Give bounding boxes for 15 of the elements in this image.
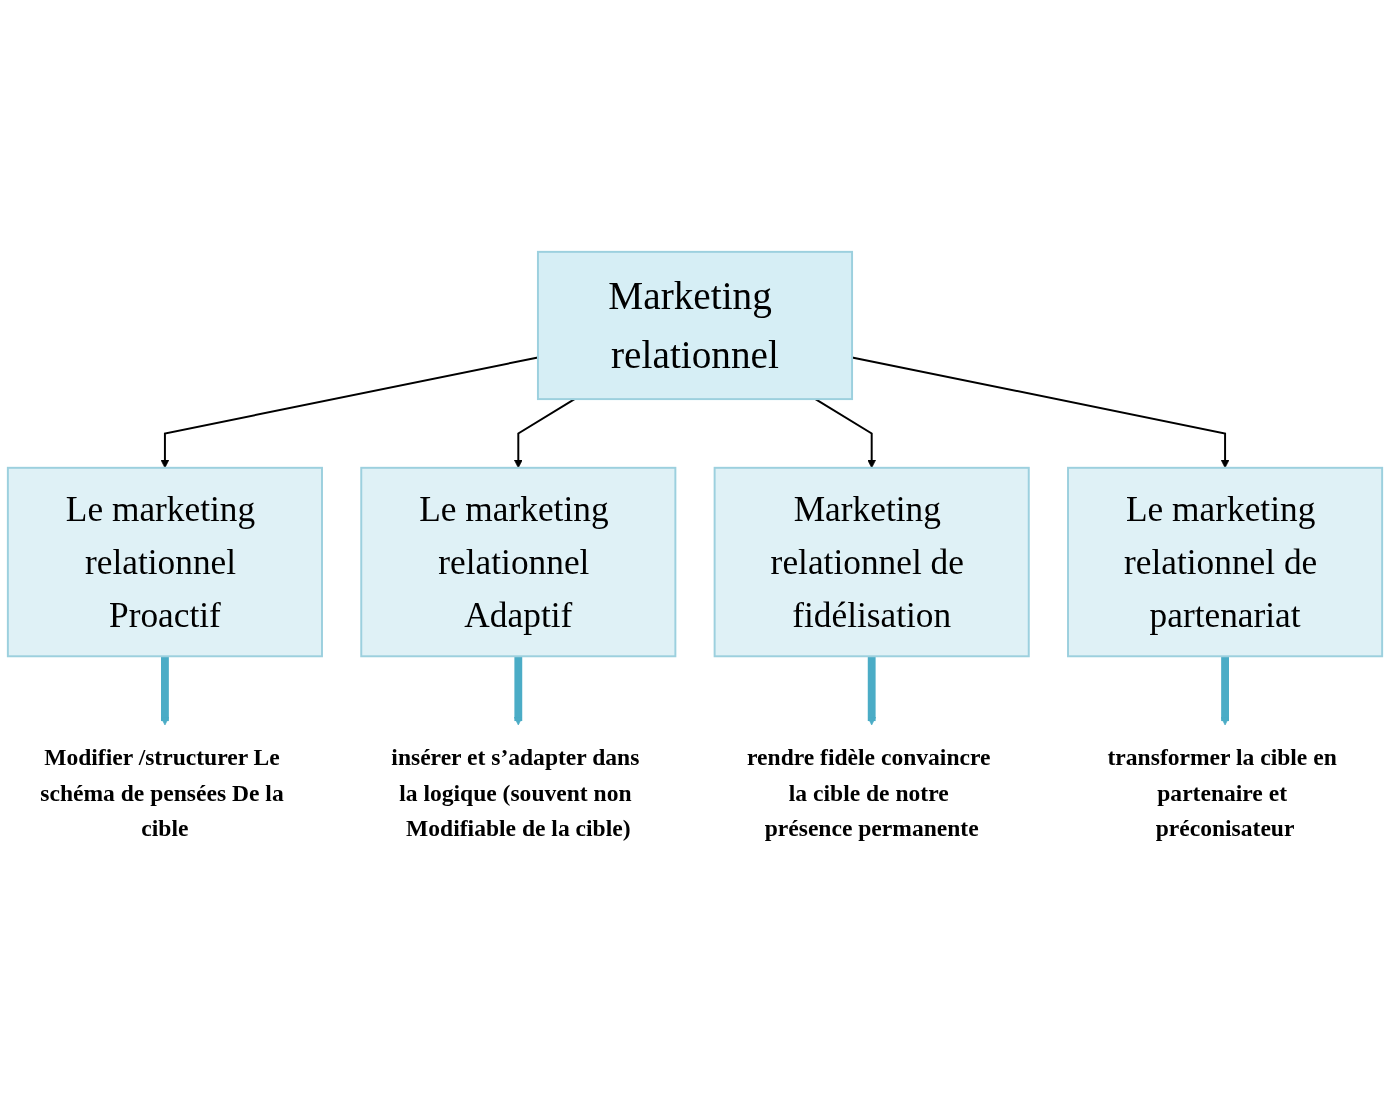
node-box: Marketing relationnel de fidélisation [713, 467, 1030, 658]
arrow [514, 398, 576, 469]
node-text: insérer et s’adapter dans la logique (souvent non Modifiable de la cible) [391, 744, 640, 842]
arrow [160, 656, 170, 726]
arrow [867, 656, 876, 726]
node-box: Le marketing relationnel Adaptif [360, 467, 677, 658]
node-text: Modifier /structurer Le schéma de pensées De la cible [40, 744, 284, 842]
arrow [1220, 656, 1230, 726]
node-text: rendre fidèle convaincre la cible de notre présence permanente [747, 744, 991, 842]
arrow [814, 398, 876, 469]
node-box: Le marketing relationnel de partenariat [1067, 467, 1384, 658]
arrow [514, 656, 523, 726]
node-box: Marketing relationnel [536, 251, 854, 401]
node-box: Le marketing relationnel Proactif [6, 467, 323, 658]
node-text: transformer la cible en partenaire et préconisateur [1107, 744, 1337, 842]
